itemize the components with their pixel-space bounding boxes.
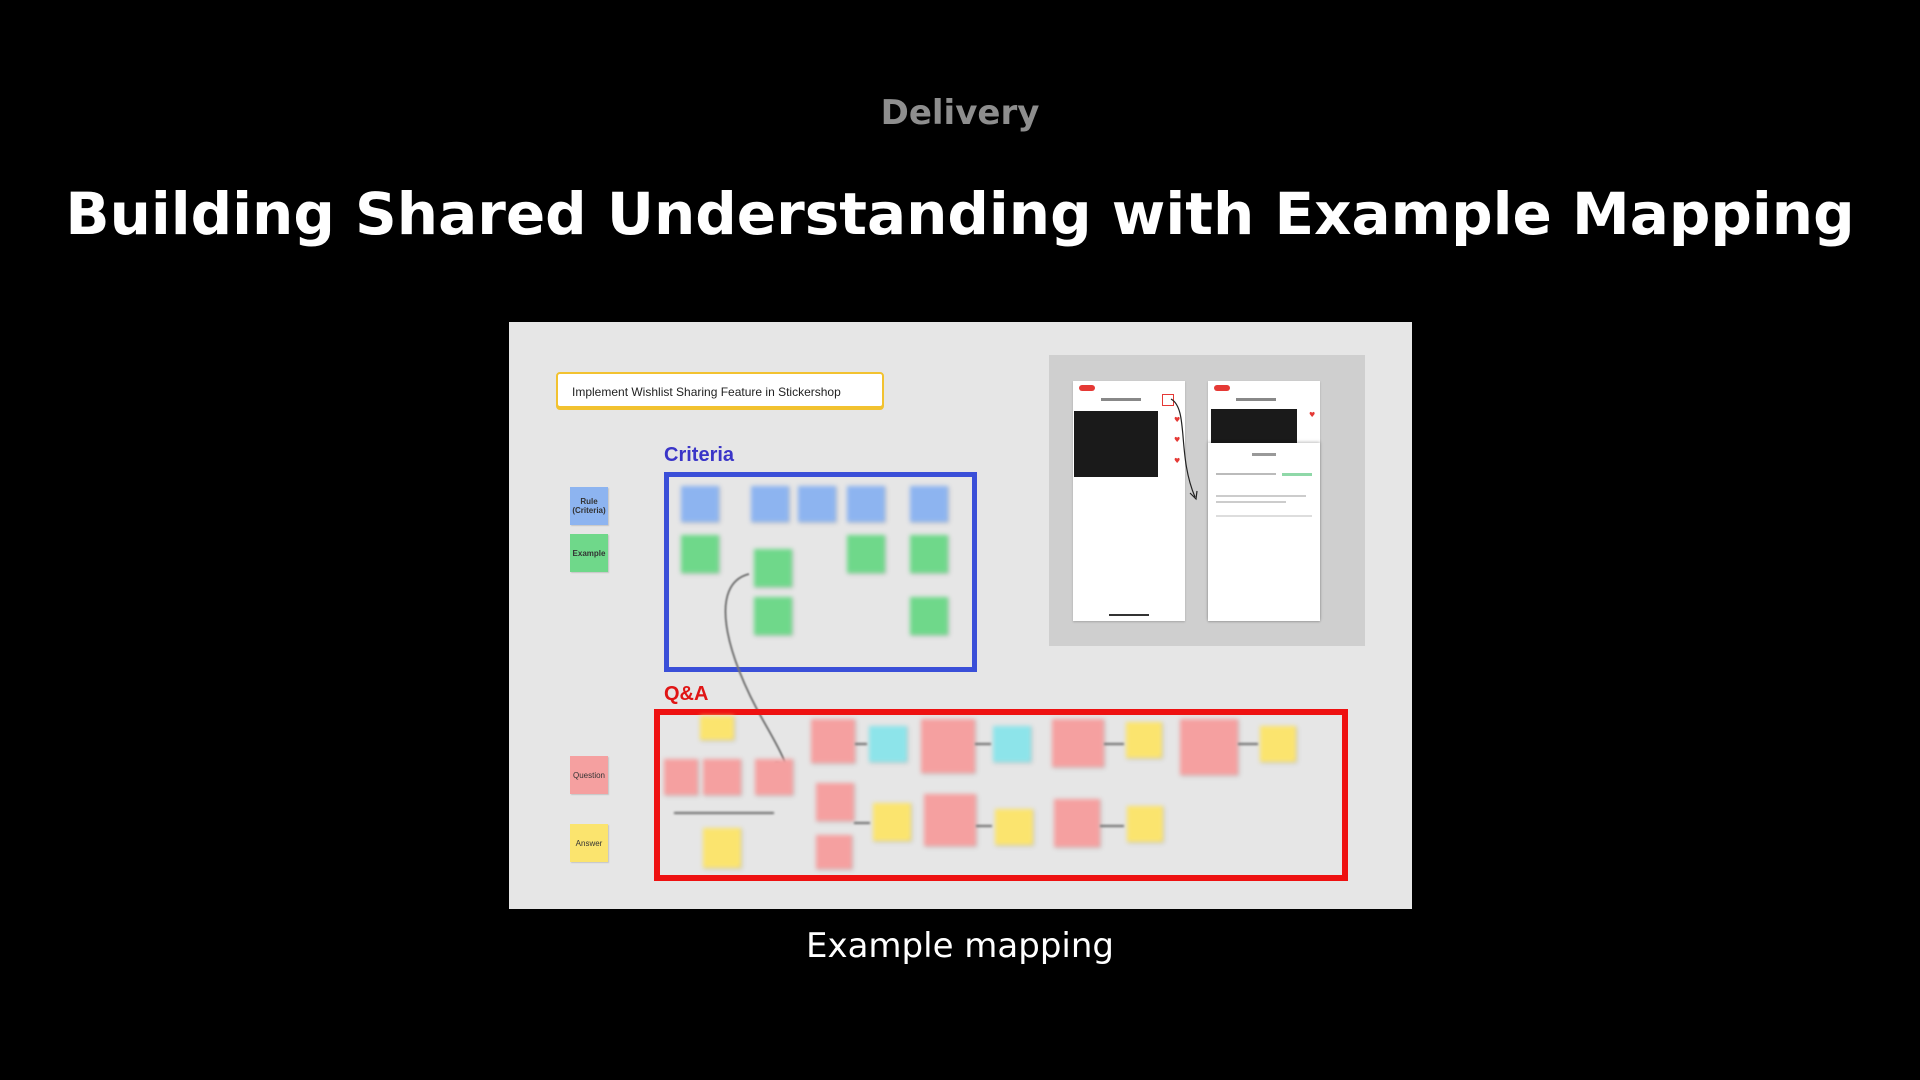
info-sticky <box>869 726 907 762</box>
answer-sticky <box>995 809 1033 845</box>
sticker-image <box>1074 411 1158 477</box>
qa-box <box>654 709 1348 881</box>
home-indicator <box>1109 614 1149 616</box>
question-sticky <box>703 759 741 795</box>
heart-icon: ♥ <box>1309 411 1316 419</box>
legend-question-note: Question <box>570 756 608 794</box>
status-badge <box>1214 385 1230 391</box>
legend-rule-label: Rule (Criteria) <box>572 497 606 515</box>
rule-sticky <box>847 486 885 522</box>
arrow <box>1100 825 1124 827</box>
info-sticky <box>993 726 1031 762</box>
question-sticky <box>816 835 852 869</box>
arrow <box>855 743 867 745</box>
arrow <box>1238 743 1258 745</box>
share-sheet <box>1208 443 1320 621</box>
example-sticky <box>847 535 885 573</box>
legend-answer-note: Answer <box>570 824 608 862</box>
status-badge <box>1079 385 1095 391</box>
question-sticky <box>1180 719 1238 775</box>
arrow <box>976 825 992 827</box>
question-sticky <box>1054 799 1100 847</box>
arrow <box>1104 743 1124 745</box>
example-sticky <box>910 597 948 635</box>
criteria-box <box>664 472 977 672</box>
share-icon <box>1162 394 1174 406</box>
arrow <box>854 822 870 824</box>
question-sticky <box>1052 719 1104 767</box>
question-sticky <box>755 759 793 795</box>
example-sticky <box>754 597 792 635</box>
legend-example-note: Example <box>570 534 608 572</box>
question-sticky <box>921 719 975 773</box>
slide-caption: Example mapping <box>805 926 1114 966</box>
rule-sticky <box>681 486 719 522</box>
example-sticky <box>681 535 719 573</box>
legend-answer-label: Answer <box>575 838 603 848</box>
example-mapping-board: Implement Wishlist Sharing Feature in St… <box>509 322 1412 909</box>
answer-sticky <box>700 716 734 740</box>
feature-card: Implement Wishlist Sharing Feature in St… <box>556 372 884 408</box>
heart-icon: ♥ <box>1174 416 1181 424</box>
heart-icon: ♥ <box>1174 436 1181 444</box>
answer-sticky <box>1260 726 1296 762</box>
arrow <box>975 743 991 745</box>
question-sticky <box>811 719 855 763</box>
legend-question-label: Question <box>572 770 606 780</box>
rule-sticky <box>751 486 789 522</box>
answer-sticky <box>1126 722 1162 758</box>
share-flow-arrow <box>1170 398 1198 501</box>
header-bar <box>1101 398 1141 401</box>
rule-sticky <box>910 486 948 522</box>
legend-rule-note: Rule (Criteria) <box>570 487 608 525</box>
slide-title: Building Shared Understanding with Examp… <box>65 180 1855 248</box>
answer-sticky <box>703 828 741 868</box>
rule-sticky <box>798 486 836 522</box>
example-sticky <box>754 549 792 587</box>
example-sticky <box>910 535 948 573</box>
question-sticky <box>816 783 854 821</box>
phone-screens-panel: ♥ ♥ ♥ ♥ <box>1049 355 1365 646</box>
heart-icon: ♥ <box>1174 457 1181 465</box>
legend-example-label: Example <box>572 548 606 558</box>
section-label: Delivery <box>880 93 1040 133</box>
answer-sticky <box>873 803 911 841</box>
qa-label: Q&A <box>664 683 709 705</box>
phone-screen-wishlist: ♥ ♥ ♥ <box>1073 381 1185 621</box>
answer-sticky <box>1127 806 1163 842</box>
question-sticky <box>664 759 698 795</box>
bracket-line <box>674 812 774 814</box>
criteria-label: Criteria <box>664 444 735 466</box>
question-sticky <box>924 794 976 846</box>
header-bar <box>1236 398 1276 401</box>
sticker-image <box>1211 409 1297 445</box>
phone-screen-share-sheet: ♥ <box>1208 381 1320 621</box>
